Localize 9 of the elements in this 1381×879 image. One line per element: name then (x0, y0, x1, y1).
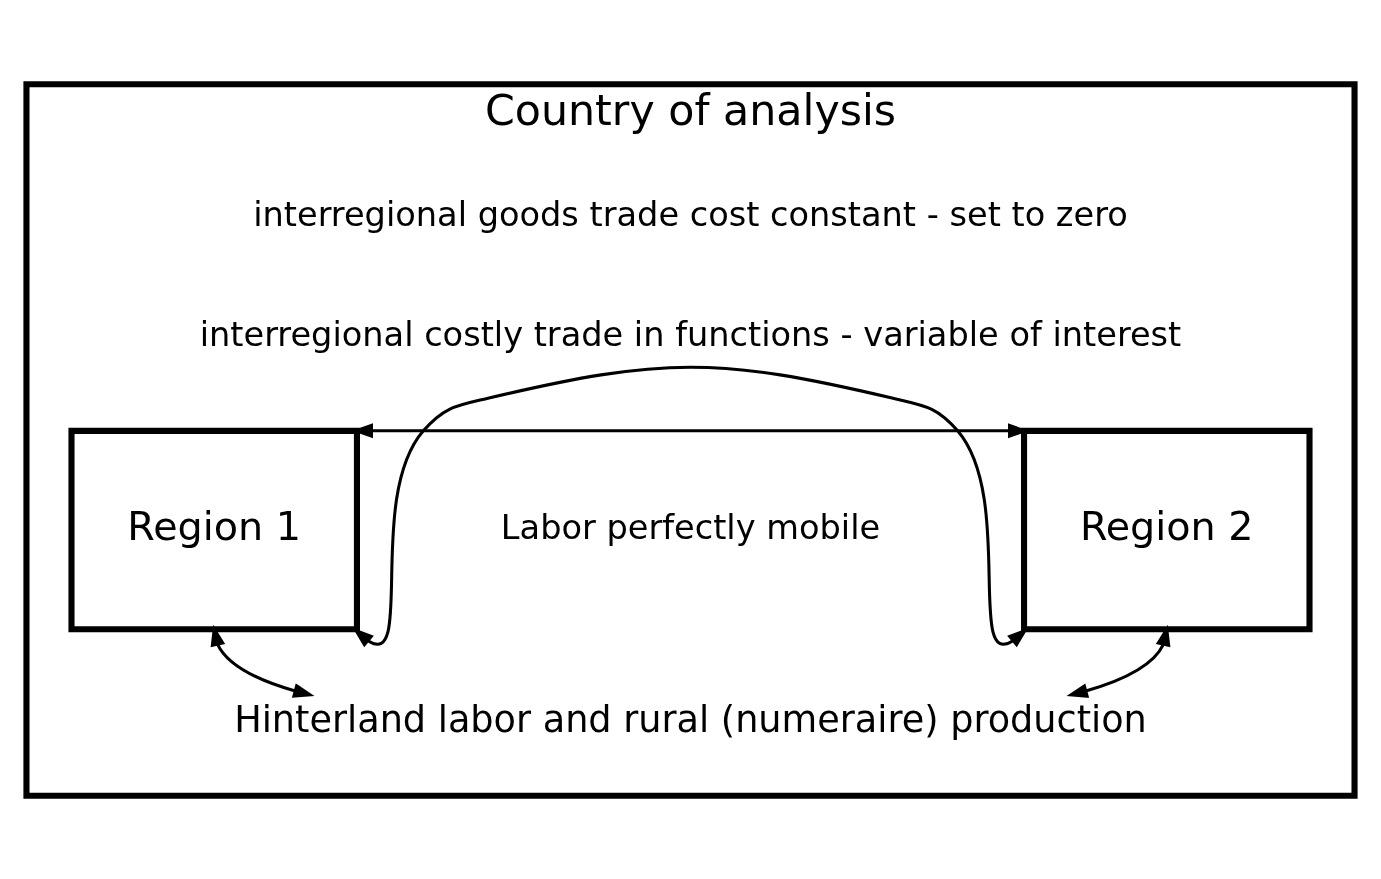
node-box: Region 2 (1021, 427, 1313, 632)
arrow (352, 365, 1029, 647)
label: interregional costly trade in functions - variable of interest (199, 314, 1182, 354)
node-box: Region 1 (68, 427, 360, 632)
arrow (210, 624, 315, 698)
node-text: Hinterland labor and rural (numeraire) production (234, 697, 1147, 741)
label: Labor perfectly mobile (500, 507, 881, 547)
label: interregional goods trade cost constant - set to zero (253, 194, 1128, 234)
arrow (1066, 624, 1171, 698)
